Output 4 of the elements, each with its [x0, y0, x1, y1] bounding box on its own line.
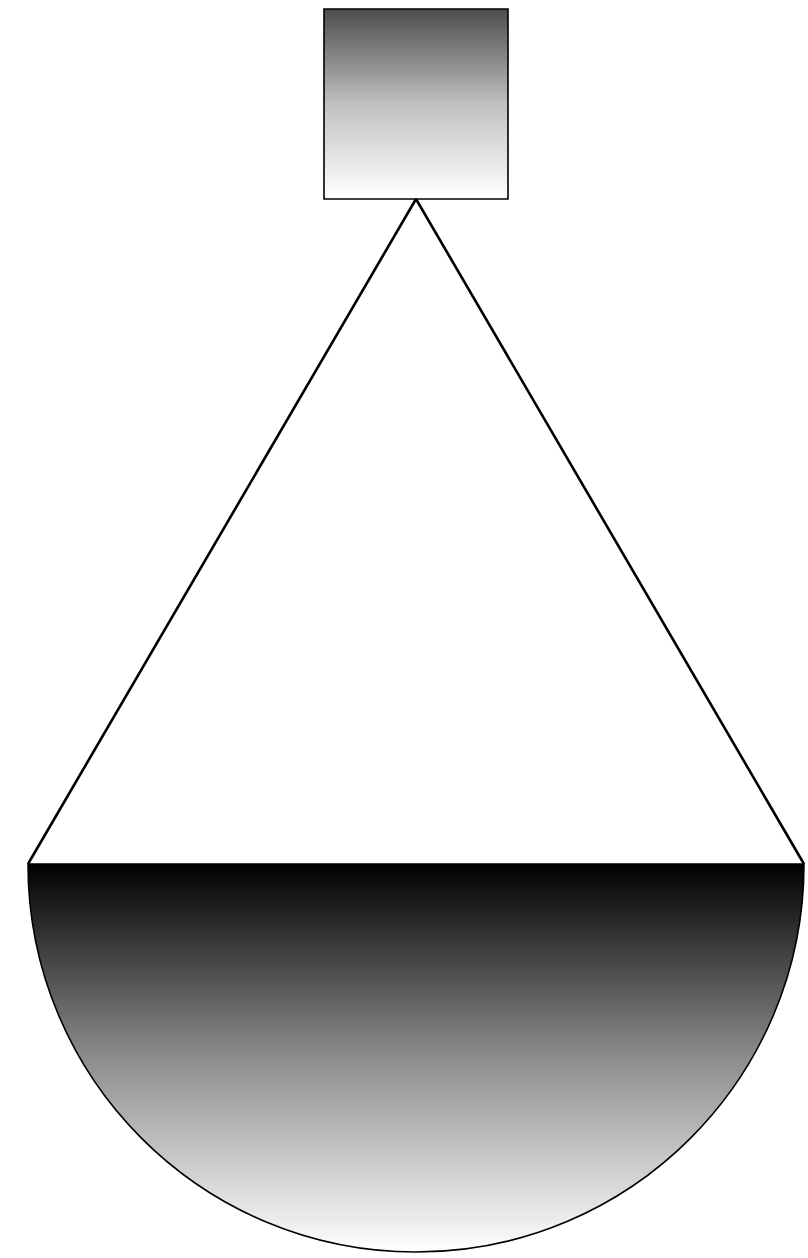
hemisphere-pan	[27, 863, 805, 1253]
suspension-line	[26, 198, 418, 865]
square-weight	[323, 8, 509, 200]
suspension-line	[414, 198, 806, 865]
